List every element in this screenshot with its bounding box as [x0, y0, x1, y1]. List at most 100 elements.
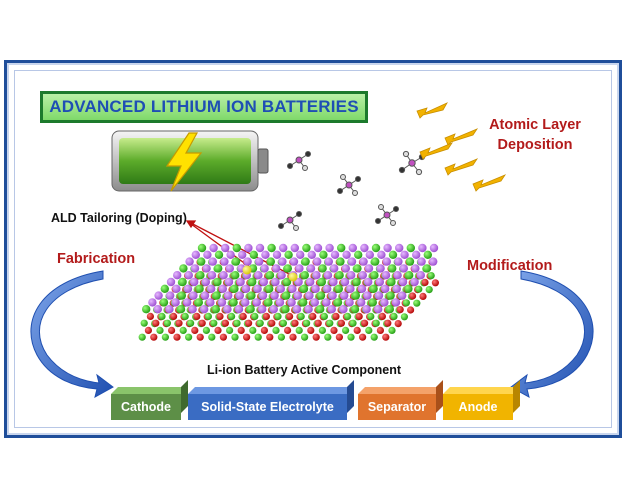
lattice-atom	[364, 264, 374, 273]
lattice-atom	[353, 264, 362, 273]
lattice-atom	[249, 326, 257, 334]
lattice-atom	[220, 257, 229, 266]
lattice-atom	[425, 286, 433, 294]
diagram-graphics	[30, 102, 594, 398]
curved-arrow-icon	[510, 270, 594, 398]
lattice-atom	[429, 243, 439, 253]
lattice-atom	[196, 333, 204, 341]
lattice-atom	[146, 312, 154, 320]
lattice-atom	[307, 250, 316, 259]
lattice-atom	[382, 257, 391, 266]
lattice-atom	[394, 320, 402, 328]
lattice-atom	[279, 319, 287, 327]
lattice-atom	[362, 305, 371, 314]
lattice-atom	[378, 312, 386, 320]
lattice-atom	[200, 305, 209, 314]
lattice-atom	[232, 243, 241, 253]
lattice-atom	[163, 319, 171, 327]
lattice-atom	[226, 250, 235, 259]
lattice-atom	[255, 257, 264, 266]
lattice-atom	[405, 257, 415, 266]
ald-tailoring-label: ALD Tailoring (Doping)	[51, 211, 187, 225]
lattice-atom	[235, 291, 244, 300]
lattice-atom	[296, 250, 305, 259]
lattice-atom	[330, 264, 339, 273]
lattice-atom	[256, 319, 264, 327]
lattice-atom	[318, 264, 327, 273]
lattice-atom	[386, 291, 395, 300]
lattice-atom	[166, 291, 175, 300]
lattice-atom	[357, 284, 367, 293]
lattice-atom	[283, 264, 292, 273]
lattice-atom	[282, 277, 292, 287]
lattice-atom	[370, 271, 379, 280]
lattice-atom	[347, 257, 357, 266]
lattice-atom	[313, 257, 322, 266]
lattice-atom	[207, 284, 216, 293]
lattice-atom	[360, 243, 369, 253]
lattice-atom	[380, 298, 389, 307]
lattice-atom	[206, 298, 215, 307]
lattice-atom	[229, 298, 238, 307]
lattice-atom	[239, 312, 247, 320]
lattice-atom	[142, 305, 151, 314]
anode-label: Anode	[458, 400, 498, 414]
lattice-atom	[284, 250, 293, 259]
lattice-atom	[173, 333, 181, 341]
lattice-atom	[423, 250, 432, 259]
lattice-atom	[361, 319, 369, 327]
lattice-atom	[367, 312, 375, 320]
lattice-atom	[381, 284, 390, 293]
lattice-atom	[324, 333, 332, 341]
yellow-arrow-icon	[444, 128, 479, 146]
lattice-atom	[202, 326, 210, 334]
lattice-atom	[185, 333, 193, 341]
lattice-atom	[413, 299, 421, 307]
lattice-atom	[365, 326, 373, 334]
lattice-atom	[212, 291, 221, 300]
lattice-atom	[200, 291, 210, 300]
lattice-atom	[254, 333, 262, 341]
atomic-layer-deposition-label: Atomic Layer Deposition	[489, 117, 581, 153]
lattice-atom	[350, 305, 360, 314]
lattice-atom	[345, 298, 354, 307]
lattice-atom	[140, 319, 148, 327]
cathode-block: Cathode	[111, 394, 181, 420]
yellow-arrow-icon	[416, 102, 448, 119]
lattice-atom	[231, 271, 240, 280]
lattice-atom	[304, 305, 313, 314]
lattice-atom	[359, 257, 368, 266]
lattice-atom	[238, 250, 247, 259]
lattice-atom	[301, 257, 310, 266]
lattice-atom	[154, 291, 163, 300]
lattice-atom	[170, 312, 178, 320]
lattice-atom	[374, 291, 384, 300]
lattice-atom	[359, 333, 367, 341]
lattice-atom	[352, 277, 361, 287]
lattice-atom	[316, 291, 326, 300]
lattice-atom	[183, 298, 192, 307]
lattice-atom	[217, 298, 227, 307]
lattice-atom	[340, 291, 349, 300]
lattice-atom	[323, 284, 332, 293]
lattice-atom	[323, 271, 333, 280]
lattice-atom	[278, 257, 287, 266]
lattice-atom	[183, 284, 193, 293]
curved-arrow-icon	[30, 270, 114, 398]
lattice-atom	[188, 305, 197, 314]
lattice-atom	[305, 291, 314, 300]
lattice-atom	[209, 243, 218, 253]
lattice-atom	[388, 326, 396, 334]
lattice-atom	[243, 333, 251, 341]
lattice-atom	[371, 243, 381, 253]
lattice-atom	[295, 326, 303, 334]
lattice-atom	[415, 285, 423, 293]
lattice-atom	[299, 298, 308, 307]
crystal-lattice-icon	[138, 243, 439, 341]
lattice-atom	[228, 312, 236, 320]
lattice-atom	[410, 277, 419, 287]
lattice-atom	[291, 319, 299, 327]
lattice-atom	[393, 271, 402, 280]
lattice-atom	[207, 271, 217, 280]
lattice-atom	[165, 305, 174, 314]
